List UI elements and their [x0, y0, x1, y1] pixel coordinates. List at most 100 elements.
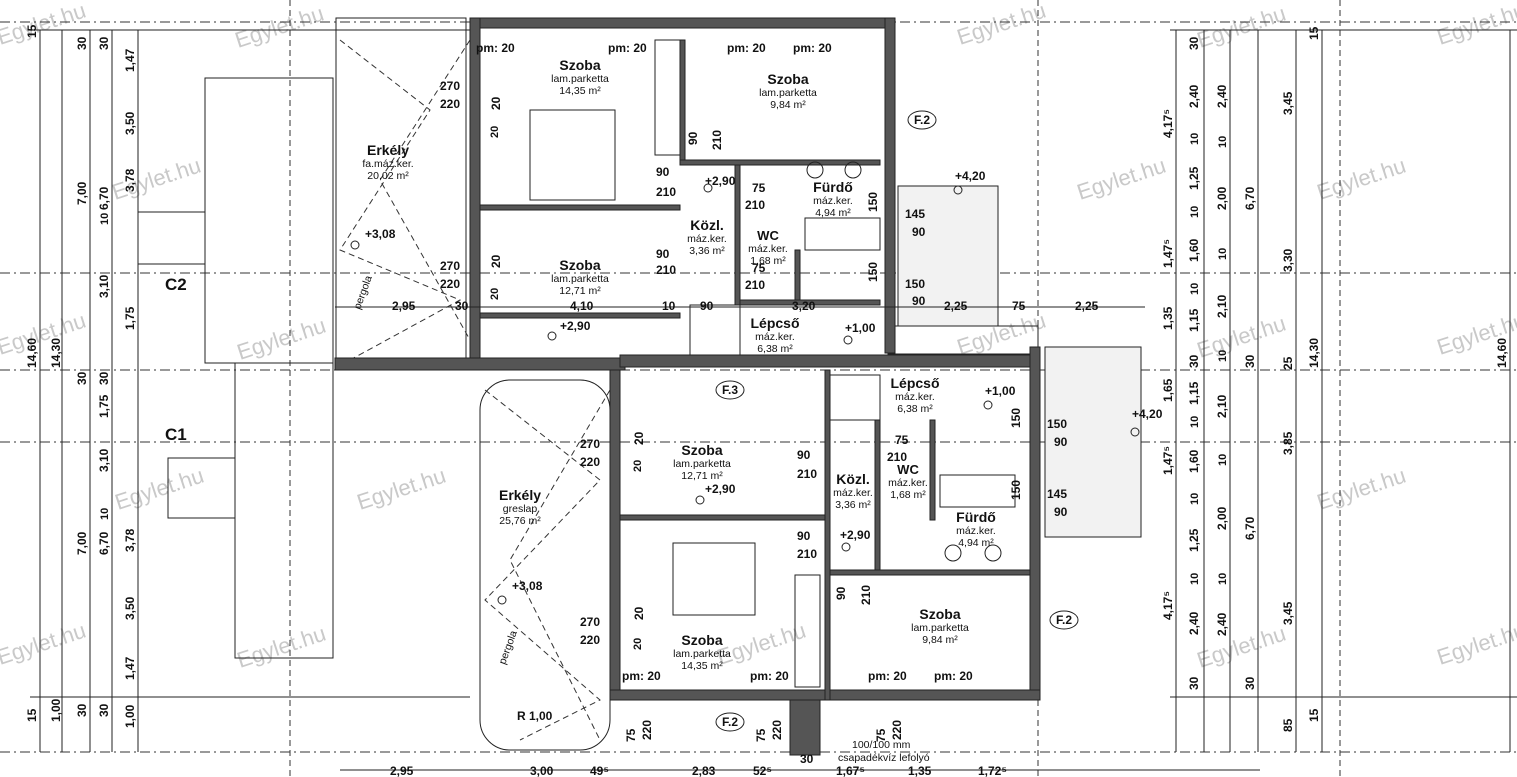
watermark: Egylet.hu — [1434, 0, 1517, 50]
door-dim: 210 — [656, 185, 676, 199]
room-finish: lam.parketta — [911, 622, 969, 634]
bottom-dimensions: 2,95 3,00 49⁵ 2,83 52⁵ 30 1,67⁵ 1,35 1,7… — [390, 752, 1007, 777]
radius-label: R 1,00 — [517, 709, 553, 723]
staircase — [689, 304, 741, 356]
room-finish: lam.parketta — [673, 648, 731, 660]
right-dim: 1,35 — [1161, 306, 1175, 330]
window-tag: pm: 20 — [622, 669, 661, 683]
sill-dim: 20 — [632, 460, 644, 472]
room-label: Szoba lam.parketta 12,71 m² — [551, 257, 609, 297]
door-dim: 220 — [890, 720, 904, 740]
window-tag: pm: 20 — [727, 41, 766, 55]
right-dim: 10 — [1217, 454, 1229, 466]
right-dim: 2,40 — [1215, 84, 1229, 108]
right-dim: 10 — [1217, 573, 1229, 585]
door-dim: 145 — [1047, 487, 1067, 501]
room-name: WC — [757, 228, 779, 243]
level-value: +4,20 — [1132, 407, 1163, 421]
level-value: +2,90 — [560, 319, 591, 333]
right-dim: 1,25 — [1187, 528, 1201, 552]
door-dim: 270 — [440, 259, 460, 273]
sill-dim: 150 — [1009, 480, 1023, 500]
room-label: Fürdő máz.ker. 4,94 m² — [956, 509, 996, 549]
watermark: Egylet.hu — [1074, 153, 1169, 205]
room-name: WC — [897, 462, 919, 477]
bathtub — [939, 474, 1016, 508]
door-dim: 75 — [624, 728, 638, 742]
room-finish: lam.parketta — [759, 87, 817, 99]
left-dim: 30 — [97, 703, 111, 717]
section-tag: F.2 — [715, 712, 745, 732]
section-tag: F.2 — [1049, 610, 1079, 630]
right-dim: 1,25 — [1187, 166, 1201, 190]
washbasin — [984, 544, 1002, 562]
room-area: 4,94 m² — [958, 537, 994, 549]
room-area: 3,36 m² — [835, 499, 871, 511]
room-area: 25,76 m² — [499, 515, 541, 527]
right-dim: 1,65 — [1161, 378, 1175, 402]
window-tag: pm: 20 — [750, 669, 789, 683]
watermark: Egylet.hu — [0, 618, 89, 670]
inner-dim: 10 — [662, 299, 676, 313]
bed — [529, 109, 616, 201]
level-value: +4,20 — [955, 169, 986, 183]
room-label: Közl. máz.ker. 3,36 m² — [687, 217, 727, 257]
site-features — [137, 17, 611, 751]
section-labels: C2 C1 — [165, 275, 187, 444]
level-marker: +1,00 — [843, 321, 876, 345]
right-dimensions: 30 2,40 10 1,25 10 1,60 10 1,15 30 1,15 … — [1161, 26, 1509, 732]
level-marker: +2,90 — [703, 174, 736, 193]
left-dim: 10 — [99, 213, 111, 225]
left-dim: 3,50 — [123, 111, 137, 135]
sill-dim: 20 — [489, 126, 501, 138]
window-tag: pm: 20 — [934, 669, 973, 683]
right-dim: 2,40 — [1215, 612, 1229, 636]
room-label: Lépcső máz.ker. 6,38 m² — [890, 375, 939, 415]
sill-dim: 20 — [489, 254, 503, 268]
left-dim: 10 — [99, 508, 111, 520]
left-dim: 30 — [97, 371, 111, 385]
inner-dimensions: 2,95 30 4,10 10 90 3,20 75 2,25 2,25 — [335, 299, 1145, 313]
door-dim: 75 — [895, 433, 909, 447]
right-dim: 2,40 — [1187, 611, 1201, 635]
room-area: 1,68 m² — [750, 255, 786, 267]
level-value: +2,90 — [705, 482, 736, 496]
room-finish: fa.máz.ker. — [362, 158, 413, 170]
room-name: Közl. — [836, 471, 869, 487]
room-area: 12,71 m² — [681, 470, 723, 482]
room-area: 9,84 m² — [922, 634, 958, 646]
left-dim: 1,75 — [97, 394, 111, 418]
section-tag-text: F.2 — [1056, 613, 1072, 627]
room-area: 4,94 m² — [815, 207, 851, 219]
right-dim: 1,60 — [1187, 449, 1201, 473]
left-dim: 14,30 — [49, 338, 63, 368]
door-dim: 90 — [1054, 505, 1068, 519]
left-dim: 1,00 — [123, 704, 137, 728]
left-dim: 14,60 — [25, 338, 39, 368]
right-dim: 14,60 — [1495, 338, 1509, 368]
level-value: +3,08 — [365, 227, 396, 241]
drain-label: csapadékvíz lefolyó — [838, 752, 930, 764]
right-dim: 10 — [1217, 248, 1229, 260]
section-tag-text: F.2 — [722, 715, 738, 729]
sill-dimensions: 20 20 20 20 150 150 150 150 20 20 20 20 — [489, 96, 1023, 650]
drain-size: 100/100 mm — [852, 739, 911, 751]
washbasin — [944, 544, 962, 562]
watermark: Egylet.hu — [0, 308, 89, 360]
door-dim: 220 — [580, 633, 600, 647]
door-dim: 150 — [1047, 417, 1067, 431]
watermark: Egylet.hu — [354, 463, 449, 515]
right-dim: 15 — [1307, 26, 1321, 40]
room-finish: máz.ker. — [888, 477, 928, 489]
section-tag: F.2 — [907, 110, 937, 130]
right-dim: 3,30 — [1281, 248, 1295, 272]
watermark: Egylet.hu — [1194, 311, 1289, 363]
left-dim: 6,70 — [97, 531, 111, 555]
left-dimensions: 15 14,60 15 14,30 1,00 30 7,00 30 7,00 3… — [25, 24, 137, 728]
door-dim: 90 — [797, 448, 811, 462]
right-dim: 10 — [1189, 133, 1201, 145]
watermark: Egylet.hu — [112, 463, 207, 515]
door-dim: 220 — [580, 455, 600, 469]
